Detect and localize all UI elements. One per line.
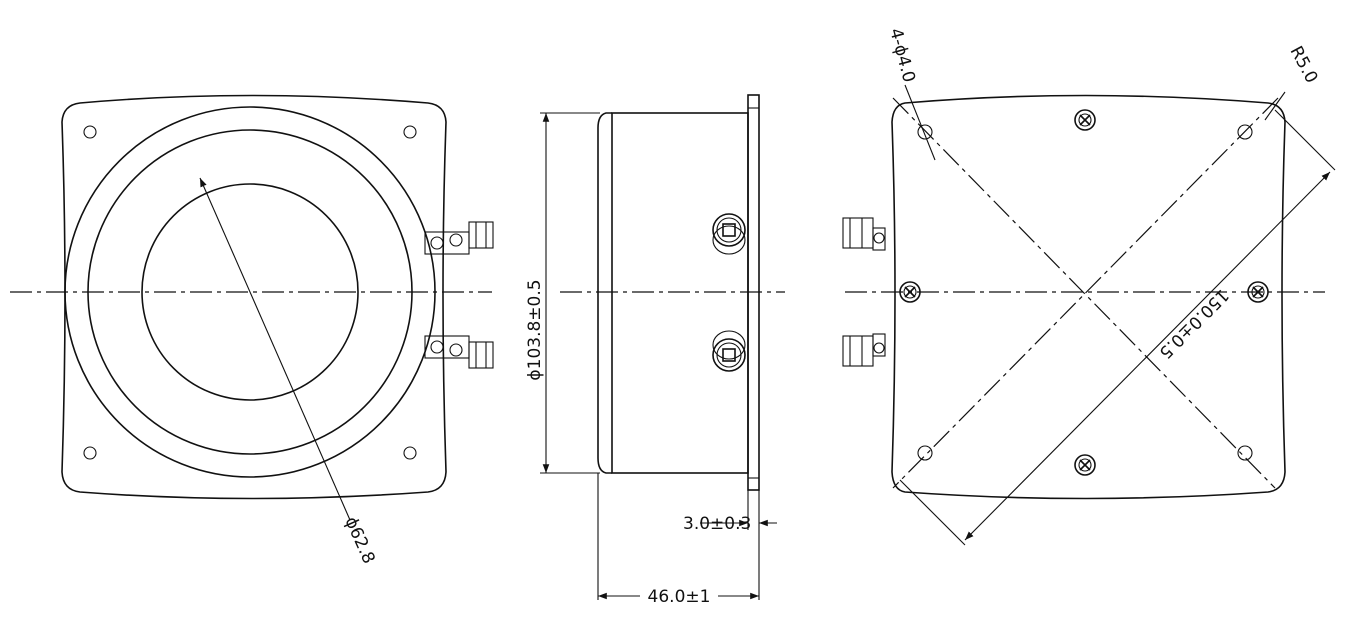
mount-holes-label: 4-ϕ4.0: [885, 26, 919, 84]
mount-hole: [1237, 124, 1253, 140]
terminal-bottom: [424, 335, 494, 369]
side-view: ϕ103.8±0.5 3.0±0.3 46.0±1: [525, 94, 785, 607]
terminal-top: [842, 217, 886, 251]
mount-hole: [403, 125, 417, 139]
cone-diameter-label: ϕ62.8: [340, 514, 378, 567]
mount-hole: [403, 446, 417, 460]
front-view: ϕ62.8: [10, 94, 494, 567]
hole-leader: [904, 84, 936, 161]
screw: [1074, 109, 1096, 131]
screw: [1074, 454, 1096, 476]
mount-hole: [917, 445, 933, 461]
front-lip: [597, 112, 612, 474]
diagonal: [892, 97, 1279, 489]
terminal-top: [712, 213, 746, 255]
body-diameter-label: ϕ103.8±0.5: [525, 279, 545, 380]
rear-view: 150.0±0.5 4-ϕ4.0 R5.0: [842, 26, 1336, 546]
screw: [899, 281, 921, 303]
terminal-bottom: [842, 333, 886, 367]
hole-diagonal-dim: [964, 171, 1331, 541]
mount-hole: [83, 446, 97, 460]
terminal-top: [424, 221, 494, 255]
diameter-leader: [199, 177, 351, 521]
cone: [141, 183, 359, 401]
flange-thickness-label: 3.0±0.3: [683, 514, 751, 534]
depth-label: 46.0±1: [648, 587, 711, 607]
mount-hole: [83, 125, 97, 139]
hole-diagonal-label: 150.0±0.5: [1155, 285, 1233, 363]
corner-radius-label: R5.0: [1286, 43, 1322, 87]
body: [611, 112, 749, 474]
radius-leader: [1264, 91, 1286, 121]
front-frame: [61, 94, 447, 500]
terminal-bottom: [712, 330, 746, 372]
mount-hole: [917, 124, 933, 140]
